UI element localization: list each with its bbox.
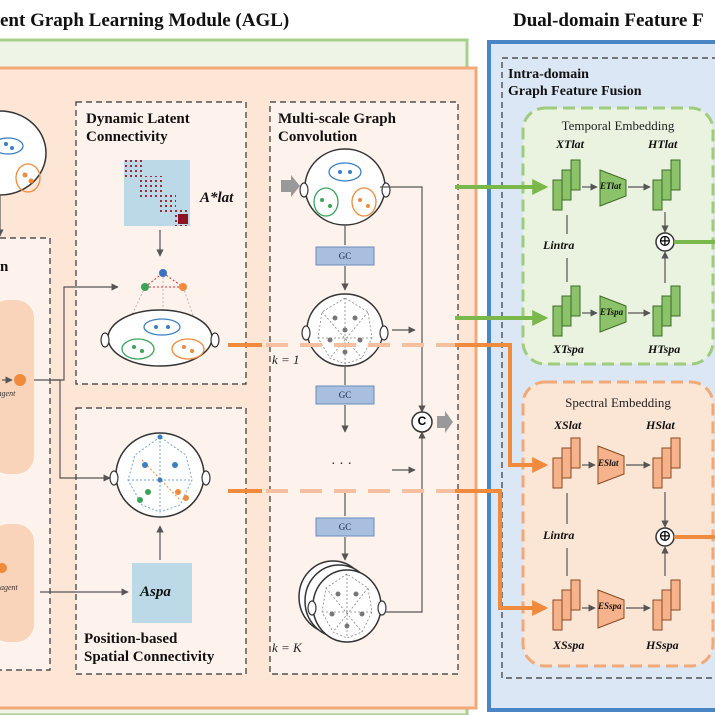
agent-node-bottom bbox=[0, 563, 7, 573]
a-lat-star-label: A*lat bbox=[200, 190, 234, 206]
spectral-e-spa-encoder bbox=[597, 589, 625, 629]
graph-head-k1 bbox=[301, 293, 389, 367]
concat-label: C bbox=[417, 414, 427, 428]
spectral-plus: ⊕ bbox=[658, 528, 672, 545]
ellipsis-label: · · · bbox=[331, 457, 352, 472]
intra-domain-title: Intra-domain Graph Feature Fusion bbox=[508, 66, 642, 100]
a-spa-label: Aspa bbox=[140, 584, 171, 600]
position-based-line1: Position-based bbox=[84, 631, 178, 647]
temporal-x-spa-stack bbox=[552, 285, 581, 337]
spectral-h-lat-stack bbox=[652, 437, 681, 489]
head-icon-multiscale bbox=[299, 148, 391, 226]
temporal-e-spa-encoder bbox=[599, 295, 627, 333]
spectral-e-spa-label: ESspa bbox=[598, 601, 622, 611]
temporal-h-spa-label: HTspa bbox=[648, 342, 681, 356]
spectral-l-intra-label: Lintra bbox=[543, 528, 575, 542]
input-arrow-icon bbox=[281, 175, 300, 197]
concat-node bbox=[411, 411, 433, 433]
spectral-embedding-label: Spectral Embedding bbox=[565, 395, 671, 410]
kK-label: k = K bbox=[272, 640, 302, 655]
spectral-h-spa-stack bbox=[652, 579, 681, 631]
temporal-h-spa-stack bbox=[652, 285, 681, 337]
temporal-x-lat-stack bbox=[552, 159, 581, 211]
latent-adjacency-matrix bbox=[124, 160, 190, 226]
temporal-h-lat-label: HTlat bbox=[648, 137, 678, 151]
dynamic-latent-line1: Dynamic Latent bbox=[86, 111, 190, 127]
dual-domain-title: Dual-domain Feature F bbox=[513, 10, 704, 31]
head-icon-topleft bbox=[0, 110, 47, 196]
temporal-x-lat-label: XTlat bbox=[556, 137, 585, 151]
multiscale-line2: Convolution bbox=[278, 129, 358, 145]
intra-domain-line1: Intra-domain bbox=[508, 67, 589, 82]
gc-block-1: GC bbox=[338, 251, 352, 261]
dynamic-latent-line2: Connectivity bbox=[86, 129, 168, 145]
multiscale-title: Multi-scale Graph Convolution bbox=[278, 110, 396, 146]
temporal-x-spa-label: XTspa bbox=[553, 342, 584, 356]
temporal-e-lat-encoder bbox=[599, 169, 627, 207]
agent-block-bottom bbox=[0, 524, 34, 642]
head-icon-spatial bbox=[109, 432, 211, 518]
k1-label: k = 1 bbox=[272, 352, 300, 367]
spectral-h-lat-label: HSlat bbox=[646, 418, 675, 432]
concat-arrow-icon bbox=[437, 411, 453, 433]
agent-node-top bbox=[14, 374, 26, 386]
graph-head-kK bbox=[298, 560, 387, 643]
position-based-line2: Spatial Connectivity bbox=[84, 649, 215, 665]
gc-block-3: GC bbox=[338, 522, 352, 532]
intra-domain-frame bbox=[501, 57, 715, 679]
temporal-e-spa-label: ETspa bbox=[600, 307, 624, 317]
multiscale-line1: Multi-scale Graph bbox=[278, 111, 396, 127]
spectral-x-lat-stack bbox=[552, 437, 581, 489]
dynamic-latent-title: Dynamic Latent Connectivity bbox=[86, 110, 190, 146]
spectral-e-lat-label: ESlat bbox=[598, 458, 619, 468]
agent-label: agent bbox=[0, 583, 18, 592]
spectral-x-spa-stack bbox=[552, 579, 581, 631]
spectral-e-lat-encoder bbox=[597, 445, 625, 485]
head-icon-dynamic bbox=[100, 309, 220, 367]
temporal-plus: ⊕ bbox=[658, 233, 672, 250]
spectral-h-spa-label: HSspa bbox=[646, 638, 679, 652]
spatial-adjacency-box bbox=[132, 563, 192, 623]
intra-domain-line2: Graph Feature Fusion bbox=[508, 84, 642, 99]
spectral-x-spa-label: XSspa bbox=[553, 638, 585, 652]
position-based-title: Position-based Spatial Connectivity bbox=[84, 630, 214, 666]
spectral-embedding-frame bbox=[521, 380, 715, 668]
agent-block-top bbox=[0, 300, 34, 474]
temporal-h-lat-stack bbox=[652, 159, 681, 211]
temporal-embedding-label: Temporal Embedding bbox=[561, 118, 675, 133]
left-cut-label: n bbox=[0, 259, 9, 275]
latent-graph-nodes bbox=[124, 269, 201, 336]
x-agent-label: x̃agent bbox=[0, 389, 16, 398]
temporal-e-lat-label: ETlat bbox=[600, 181, 622, 191]
agl-title: ent Graph Learning Module (AGL) bbox=[0, 10, 290, 31]
gc-block-2: GC bbox=[338, 390, 352, 400]
spectral-x-lat-label: XSlat bbox=[554, 418, 582, 432]
temporal-l-intra-label: Lintra bbox=[543, 238, 575, 252]
